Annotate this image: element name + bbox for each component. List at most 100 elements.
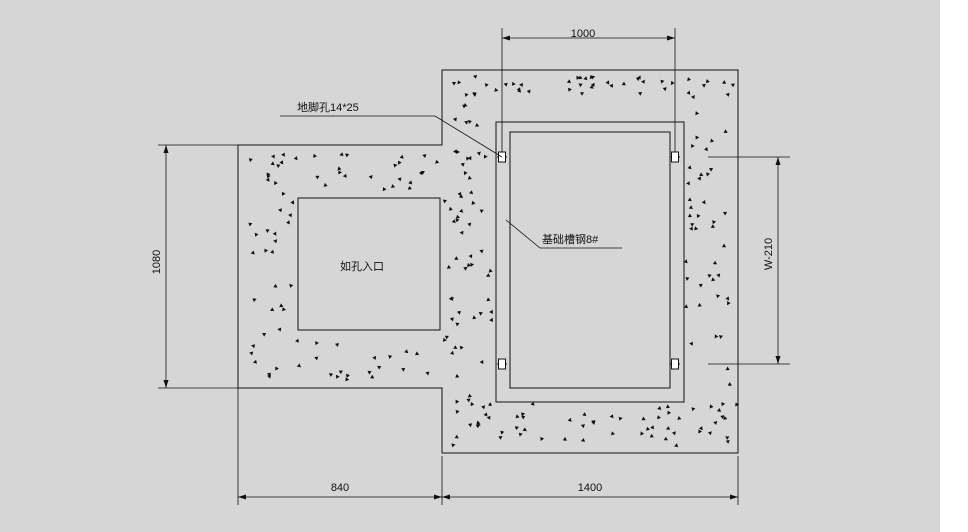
aggregate-triangle-icon	[472, 315, 477, 320]
aggregate-triangle-icon	[342, 173, 347, 178]
aggregate-triangle-icon	[698, 426, 703, 431]
aggregate-triangle-icon	[701, 200, 706, 205]
aggregate-triangle-icon	[723, 129, 728, 133]
aggregate-triangle-icon	[368, 175, 373, 180]
aggregate-triangle-icon	[696, 213, 701, 219]
aggregate-triangle-icon	[722, 80, 727, 84]
aggregate-triangle-icon	[725, 436, 730, 440]
aggregate-triangle-icon	[727, 382, 732, 386]
aggregate-triangle-icon	[377, 366, 382, 370]
aggregate-triangle-icon	[670, 80, 675, 85]
aggregate-triangle-icon	[248, 158, 253, 163]
aggregate-triangle-icon	[489, 317, 493, 322]
aggregate-triangle-icon	[455, 373, 460, 378]
aggregate-triangle-icon	[455, 214, 460, 219]
aggregate-triangle-icon	[721, 402, 726, 407]
aggregate-triangle-icon	[581, 438, 586, 442]
manhole-opening	[297, 197, 441, 331]
aggregate-triangle-icon	[422, 154, 427, 158]
aggregate-triangle-icon	[609, 83, 613, 88]
aggregate-triangle-icon	[481, 405, 486, 410]
aggregate-triangle-icon	[456, 149, 460, 154]
aggregate-triangle-icon	[372, 355, 377, 360]
aggregate-triangle-icon	[451, 219, 456, 224]
aggregate-triangle-icon	[479, 360, 484, 365]
aggregate-triangle-icon	[398, 160, 402, 165]
aggregate-triangle-icon	[690, 223, 695, 227]
aggregate-triangle-icon	[476, 151, 481, 156]
aggregate-triangle-icon	[457, 80, 462, 85]
aggregate-triangle-icon	[251, 344, 255, 349]
aggregate-triangle-icon	[248, 222, 253, 227]
aggregate-triangle-icon	[415, 351, 420, 356]
aggregate-triangle-icon	[464, 93, 469, 97]
anchor-bolt-icon	[670, 151, 680, 163]
aggregate-triangle-icon	[486, 297, 491, 302]
aggregate-triangle-icon	[458, 194, 463, 199]
aggregate-triangle-icon	[576, 75, 581, 80]
aggregate-triangle-icon	[710, 224, 715, 228]
aggregate-triangle-icon	[467, 262, 471, 267]
aggregate-triangle-icon	[267, 374, 272, 379]
aggregate-triangle-icon	[618, 416, 623, 421]
aggregate-triangle-icon	[467, 175, 472, 180]
aggregate-triangle-icon	[463, 171, 468, 176]
aggregate-triangle-icon	[638, 91, 643, 96]
aggregate-triangle-icon	[337, 166, 342, 171]
aggregate-triangle-icon	[451, 443, 456, 448]
dimension-bottom-right-label: 1400	[578, 482, 602, 494]
aggregate-triangle-icon	[329, 373, 334, 377]
aggregate-triangle-icon	[683, 259, 688, 264]
aggregate-triangle-icon	[470, 262, 475, 267]
aggregate-triangle-icon	[315, 341, 319, 346]
aggregate-triangle-icon	[286, 220, 290, 225]
aggregate-triangle-icon	[672, 431, 676, 436]
aggregate-triangle-icon	[296, 363, 301, 368]
aggregate-triangle-icon	[467, 393, 472, 398]
aggregate-triangle-icon	[270, 161, 275, 166]
aggregate-triangle-icon	[522, 427, 527, 432]
aggregate-triangle-icon	[452, 117, 457, 122]
aggregate-triangle-icon	[511, 81, 516, 86]
aggregate-triangle-icon	[716, 273, 721, 278]
aggregate-triangle-icon	[459, 345, 464, 350]
aggregate-triangle-icon	[338, 370, 343, 375]
gravel-hatch	[248, 74, 739, 448]
aggregate-triangle-icon	[689, 341, 693, 346]
channel-steel-inner	[509, 131, 671, 389]
aggregate-triangle-icon	[453, 149, 457, 154]
aggregate-triangle-icon	[476, 422, 481, 427]
foundation-outline	[237, 69, 739, 454]
aggregate-triangle-icon	[674, 443, 679, 448]
aggregate-triangle-icon	[710, 138, 715, 143]
aggregate-triangle-icon	[697, 176, 702, 181]
aggregate-triangle-icon	[456, 310, 461, 315]
aggregate-triangle-icon	[339, 152, 344, 157]
aggregate-triangle-icon	[270, 249, 274, 254]
aggregate-triangle-icon	[583, 76, 588, 81]
aggregate-triangle-icon	[688, 205, 693, 209]
aggregate-triangle-icon	[276, 164, 281, 169]
aggregate-triangle-icon	[687, 197, 692, 202]
aggregate-triangle-icon	[281, 152, 285, 157]
aggregate-triangle-icon	[566, 79, 571, 84]
aggregate-triangle-icon	[691, 407, 696, 412]
aggregate-triangle-icon	[345, 153, 350, 158]
aggregate-triangle-icon	[518, 432, 523, 437]
aggregate-triangle-icon	[707, 274, 712, 278]
aggregate-triangle-icon	[698, 283, 703, 288]
aggregate-triangle-icon	[273, 239, 278, 244]
aggregate-triangle-icon	[689, 226, 693, 231]
aggregate-triangle-icon	[469, 190, 473, 195]
aggregate-triangle-icon	[716, 294, 721, 299]
aggregate-triangle-icon	[267, 372, 272, 377]
aggregate-triangle-icon	[408, 180, 413, 185]
aggregate-triangle-icon	[567, 417, 572, 422]
aggregate-triangle-icon	[388, 355, 393, 359]
aggregate-triangle-icon	[699, 172, 704, 177]
aggregate-triangle-icon	[345, 377, 350, 382]
aggregate-triangle-icon	[685, 277, 690, 281]
dimension-bottom-left-label: 840	[331, 482, 349, 494]
aggregate-triangle-icon	[635, 77, 640, 82]
aggregate-triangle-icon	[695, 135, 700, 140]
